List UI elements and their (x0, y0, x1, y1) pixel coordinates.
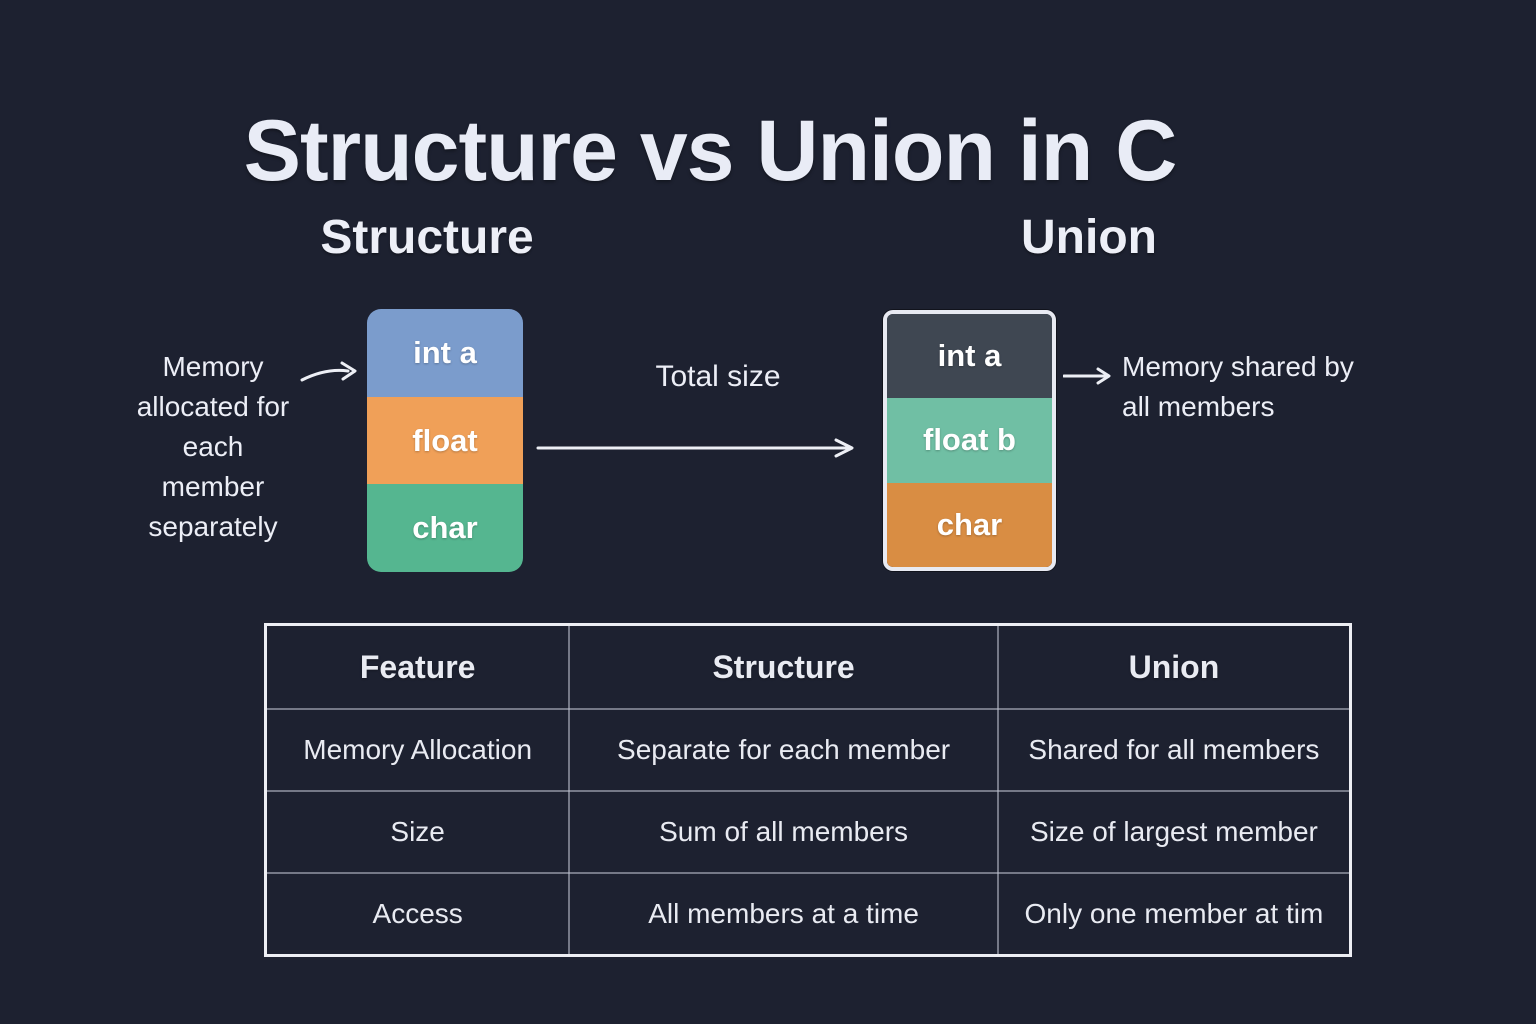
total-size-label: Total size (655, 360, 781, 393)
cell-structure: Sum of all members (568, 790, 999, 874)
structure-annotation: Memory allocated for each member separat… (136, 351, 290, 542)
structure-memory-box: int a float char (367, 309, 523, 572)
union-arrow-icon (1063, 367, 1111, 385)
union-member-char: char (887, 482, 1052, 567)
table-header-row: Feature Structure Union (264, 623, 1352, 710)
union-memory-box: int a float b char (883, 310, 1056, 571)
header-structure: Structure (568, 623, 999, 710)
cell-structure: All members at a time (568, 872, 999, 957)
cell-structure: Separate for each member (568, 708, 999, 792)
cell-union: Shared for all members (996, 708, 1352, 792)
total-size-arrow-icon (536, 438, 854, 458)
cell-union: Only one member at tim (996, 872, 1352, 957)
cell-feature: Memory Allocation (264, 708, 571, 792)
cell-feature: Access (264, 872, 571, 957)
header-union: Union (996, 623, 1352, 710)
curved-arrow-icon (300, 361, 357, 382)
cell-feature: Size (264, 790, 571, 874)
structure-member-float: float (367, 396, 523, 485)
cell-union: Size of largest member (996, 790, 1352, 874)
structure-member-char: char (367, 484, 523, 572)
union-heading: Union (1021, 211, 1157, 264)
table-row: Size Sum of all members Size of largest … (264, 790, 1352, 874)
structure-heading: Structure (320, 211, 534, 264)
structure-member-int: int a (367, 309, 523, 397)
table-row: Access All members at a time Only one me… (264, 872, 1352, 957)
header-feature: Feature (264, 623, 571, 710)
union-member-int: int a (887, 314, 1052, 399)
comparison-table: Feature Structure Union Memory Allocatio… (264, 623, 1352, 957)
union-member-float: float b (887, 398, 1052, 483)
table-row: Memory Allocation Separate for each memb… (264, 708, 1352, 792)
union-annotation: Memory shared by all members (1122, 351, 1354, 422)
page-title: Structure vs Union in C (243, 102, 1178, 199)
